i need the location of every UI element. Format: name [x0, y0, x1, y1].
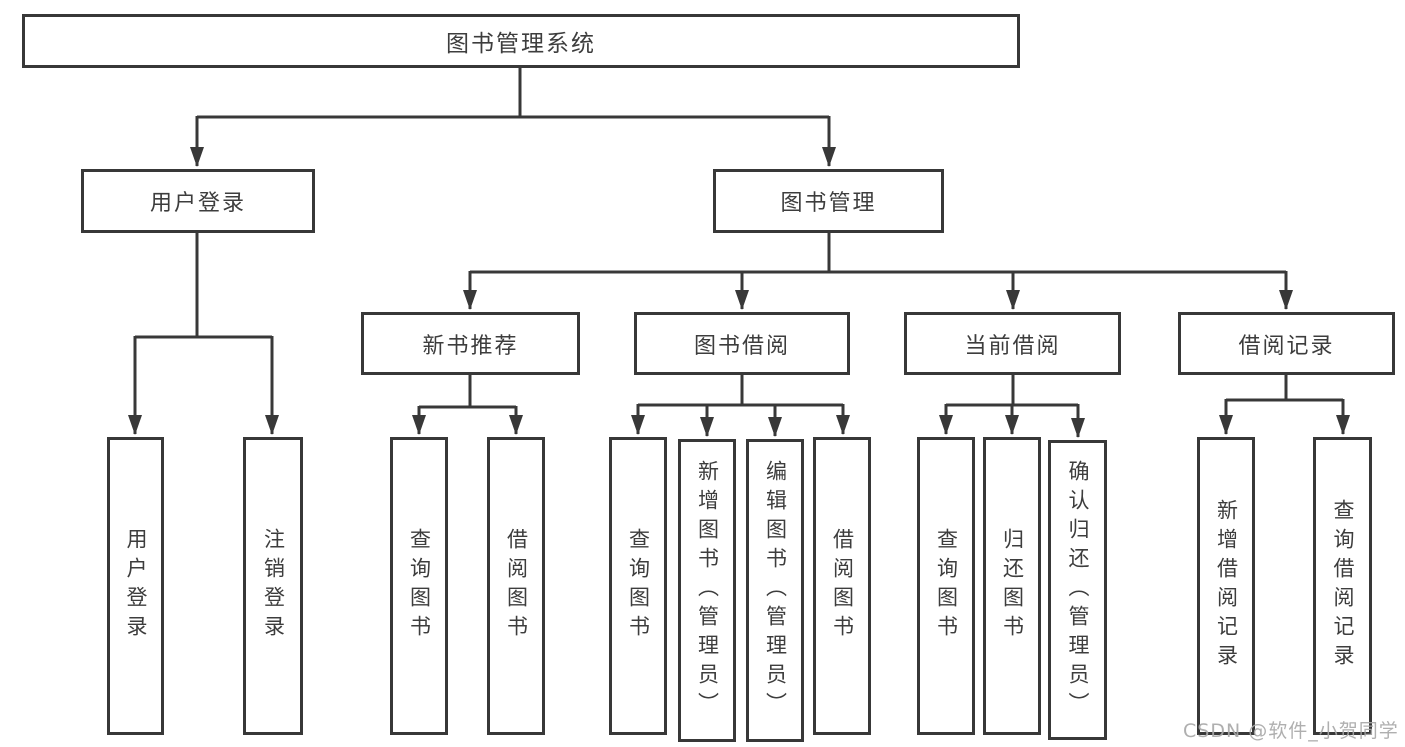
leaf-query-borrow-record-label: 查询借阅记录	[1331, 499, 1355, 673]
node-current-borrowing: 当前借阅	[904, 312, 1121, 375]
leaf-query-books-1-label: 查询图书	[407, 528, 432, 644]
leaf-borrow-books-1: 借阅图书	[487, 437, 545, 735]
leaf-add-books-admin-label: 新增图书（管理员）	[695, 460, 720, 721]
node-book-management-label: 图书管理	[780, 191, 877, 216]
leaf-user-login-label: 用户登录	[124, 528, 148, 644]
node-book-borrowing-label: 图书借阅	[693, 333, 790, 359]
leaf-add-books-admin: 新增图书（管理员）	[678, 439, 736, 742]
node-book-borrowing: 图书借阅	[634, 312, 850, 375]
node-borrowing-records: 借阅记录	[1178, 312, 1395, 375]
node-book-management: 图书管理	[713, 169, 944, 233]
node-user-login: 用户登录	[81, 169, 315, 233]
leaf-borrow-books-1-label: 借阅图书	[504, 528, 529, 644]
node-new-book-recommend: 新书推荐	[361, 312, 580, 375]
node-user-login-label: 用户登录	[149, 191, 246, 216]
leaf-borrow-books-2: 借阅图书	[813, 437, 871, 735]
node-root: 图书管理系统	[22, 14, 1020, 68]
leaf-query-books-2: 查询图书	[609, 437, 667, 735]
node-root-label: 图书管理系统	[446, 31, 596, 57]
leaf-edit-books-admin: 编辑图书（管理员）	[746, 439, 804, 742]
leaf-edit-books-admin-label: 编辑图书（管理员）	[763, 460, 788, 721]
leaf-confirm-return-admin-label: 确认归还（管理员）	[1066, 459, 1090, 721]
leaf-return-books: 归还图书	[983, 437, 1041, 735]
node-borrowing-records-label: 借阅记录	[1238, 333, 1335, 359]
leaf-query-books-1: 查询图书	[390, 437, 448, 735]
leaf-user-login: 用户登录	[107, 437, 164, 735]
leaf-borrow-books-2-label: 借阅图书	[830, 528, 855, 644]
leaf-logout-label: 注销登录	[261, 528, 286, 644]
leaf-add-borrow-record-label: 新增借阅记录	[1214, 499, 1239, 673]
leaf-logout: 注销登录	[243, 437, 303, 735]
node-new-book-recommend-label: 新书推荐	[422, 333, 519, 359]
watermark: CSDN @软件_小贺同学	[1183, 720, 1399, 742]
leaf-query-books-3: 查询图书	[917, 437, 975, 735]
node-current-borrowing-label: 当前借阅	[964, 333, 1061, 359]
leaf-query-books-2-label: 查询图书	[626, 528, 651, 644]
leaf-query-borrow-record: 查询借阅记录	[1313, 437, 1372, 735]
leaf-add-borrow-record: 新增借阅记录	[1197, 437, 1255, 735]
leaf-confirm-return-admin: 确认归还（管理员）	[1048, 440, 1107, 740]
leaf-query-books-3-label: 查询图书	[934, 528, 959, 644]
leaf-return-books-label: 归还图书	[1000, 528, 1025, 644]
